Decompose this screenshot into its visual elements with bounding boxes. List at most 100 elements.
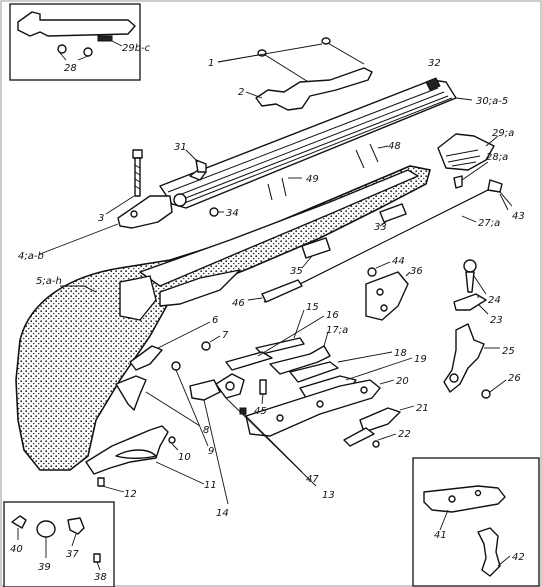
- part-31-sight: [195, 159, 207, 173]
- label-10: 10: [178, 452, 191, 463]
- label-7: 7: [222, 330, 229, 341]
- leader-17: [323, 331, 329, 347]
- part-24-screw: [463, 259, 487, 295]
- leader-2: [245, 91, 263, 99]
- label-6: 6: [212, 315, 218, 326]
- part-4-hole: [130, 210, 138, 218]
- leader-47: [243, 413, 303, 473]
- part-5-stock: [15, 165, 432, 471]
- leader-29: [485, 135, 499, 147]
- part-18-shape: [289, 361, 339, 383]
- label-22: 22: [398, 429, 411, 440]
- part-4-breech: [117, 195, 173, 229]
- leader-46: [247, 297, 263, 301]
- label-26: 26: [508, 373, 521, 384]
- part-22-screw: [372, 440, 380, 448]
- leader-26: [489, 379, 507, 393]
- label-47: 47: [306, 474, 319, 485]
- part-7-screw: [201, 341, 211, 351]
- inset-box-top-left: [9, 3, 141, 81]
- label-18: 18: [394, 348, 407, 359]
- part-15-bar: [255, 337, 305, 355]
- label-32: 32: [428, 58, 441, 69]
- part-44-screw: [367, 267, 377, 277]
- part-42-shape: [477, 527, 501, 577]
- label-36: 36: [410, 266, 423, 277]
- leader-8: [145, 391, 201, 427]
- part-17-mainspring: [269, 345, 331, 375]
- part-25-hammer: [443, 323, 485, 393]
- leader-9: [175, 369, 209, 447]
- inset-box-bottom-right: [412, 457, 540, 587]
- leader-4: [39, 223, 119, 255]
- label-35: 35: [290, 266, 303, 277]
- leader-15: [293, 309, 305, 339]
- label-12: 12: [124, 489, 137, 500]
- part-11-triggerguard: [85, 425, 205, 485]
- label-13: 13: [322, 490, 335, 501]
- leader-45: [261, 393, 264, 405]
- part-45-screw: [259, 379, 267, 395]
- part-12-screw: [97, 477, 105, 487]
- label-2: 2: [238, 87, 244, 98]
- label-3: 3: [98, 213, 104, 224]
- label-44: 44: [392, 256, 405, 267]
- label-9: 9: [208, 446, 214, 457]
- label-11: 11: [204, 480, 217, 491]
- label-30: 30;a-5: [476, 96, 508, 107]
- leader-43: [499, 191, 513, 207]
- part-20-hole-b: [316, 400, 324, 408]
- label-45: 45: [254, 406, 267, 417]
- label-42: 42: [512, 552, 525, 563]
- label-14: 14: [216, 508, 229, 519]
- label-38: 38: [94, 572, 107, 583]
- leader-31: [185, 149, 199, 163]
- leader-33: [379, 221, 387, 227]
- leader-18: [337, 351, 393, 363]
- leader-14: [203, 399, 229, 505]
- leader-28a: [461, 161, 489, 181]
- part-16-bar: [225, 351, 273, 371]
- leader-36: [405, 271, 411, 277]
- leader-20: [379, 379, 395, 385]
- label-1: 1: [208, 58, 214, 69]
- part-29-hatching: [445, 149, 481, 167]
- label-43: 43: [512, 211, 525, 222]
- leader-23: [477, 303, 489, 315]
- label-49: 49: [306, 174, 319, 185]
- part-20-hole-a: [276, 414, 284, 422]
- label-5: 5;a-h: [36, 276, 62, 287]
- part-36-hole-b: [380, 304, 388, 312]
- label-39: 39: [38, 562, 51, 573]
- part-47-pin: [239, 407, 247, 415]
- leader-35: [301, 255, 313, 269]
- part-49-pins: [267, 177, 302, 201]
- label-24: 24: [488, 295, 501, 306]
- part-46-ramrodtip: [261, 279, 303, 303]
- leader-6: [157, 321, 211, 349]
- part-27-ramrod: [263, 179, 509, 303]
- label-33: 33: [374, 222, 387, 233]
- label-19: 19: [414, 354, 427, 365]
- label-15: 15: [306, 302, 319, 313]
- part-9-screw: [171, 361, 181, 371]
- part-29bc-shape: [17, 11, 136, 37]
- leader-7: [209, 335, 221, 343]
- label-28: 28: [64, 63, 77, 74]
- label-41: 41: [434, 530, 447, 541]
- part-22-spring: [343, 427, 375, 447]
- part-25-hole: [449, 373, 459, 383]
- leader-21: [399, 405, 415, 411]
- part-3-screw: [105, 149, 143, 215]
- part-26-screw: [481, 389, 491, 399]
- part-20-lockplate: [245, 379, 381, 437]
- label-28a: 28;a: [486, 152, 508, 163]
- label-17: 17;a: [326, 325, 348, 336]
- part-41-shape: [423, 485, 506, 513]
- label-25: 25: [502, 346, 515, 357]
- label-37: 37: [66, 549, 79, 560]
- label-27: 27;a: [478, 218, 500, 229]
- label-29: 29;a: [492, 128, 514, 139]
